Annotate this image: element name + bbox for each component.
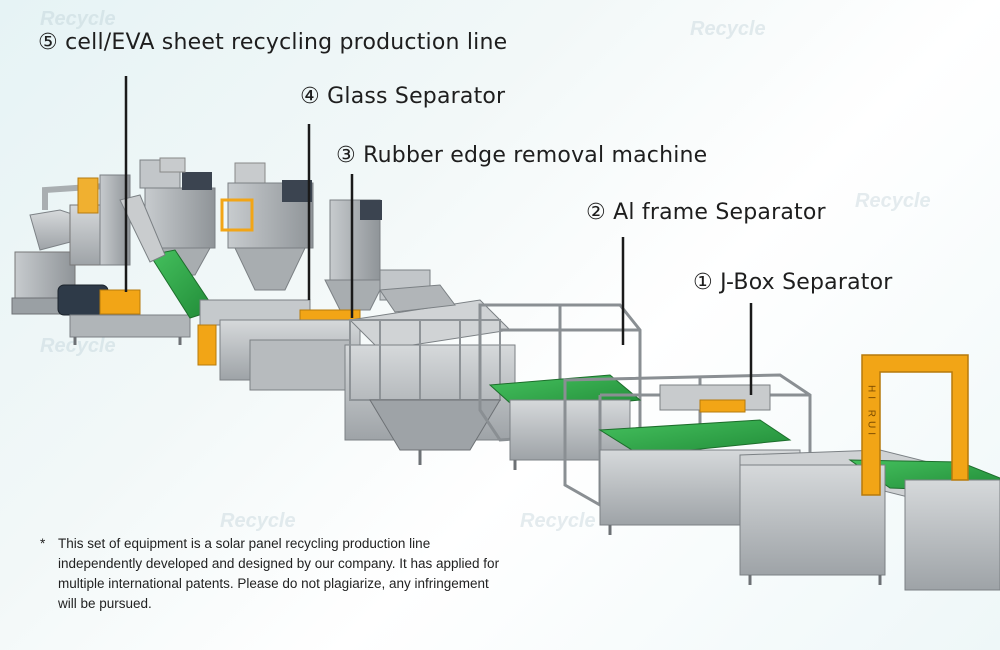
label-number: ③ (336, 143, 356, 168)
label-text: Glass Separator (327, 84, 506, 109)
label-glass-separator: ④ Glass Separator (300, 84, 505, 109)
label-rubber-edge-removal: ③ Rubber edge removal machine (336, 143, 707, 168)
label-number: ⑤ (38, 30, 58, 55)
label-number: ① (693, 270, 713, 295)
label-j-box-separator: ① J-Box Separator (693, 270, 893, 295)
frame-brand-text: HI RUI (866, 385, 877, 439)
label-text: Al frame Separator (613, 200, 826, 225)
label-al-frame-separator: ② Al frame Separator (586, 200, 826, 225)
label-number: ④ (300, 84, 320, 109)
label-text: Rubber edge removal machine (363, 143, 708, 168)
j-box-separator (563, 373, 812, 535)
label-cell-eva-line: ⑤ cell/EVA sheet recycling production li… (38, 30, 507, 55)
glass-and-rubber-section (219, 269, 516, 465)
label-text: cell/EVA sheet recycling production line (65, 30, 508, 55)
al-frame-separator (478, 303, 642, 470)
cell-eva-recycling-line (11, 157, 386, 366)
label-number: ② (586, 200, 606, 225)
feeding-conveyor: HI RUI (739, 354, 1000, 591)
label-text: J-Box Separator (720, 270, 893, 295)
note-text: This set of equipment is a solar panel r… (58, 536, 500, 611)
callout-lines (124, 76, 753, 395)
note-marker: * (40, 536, 46, 551)
